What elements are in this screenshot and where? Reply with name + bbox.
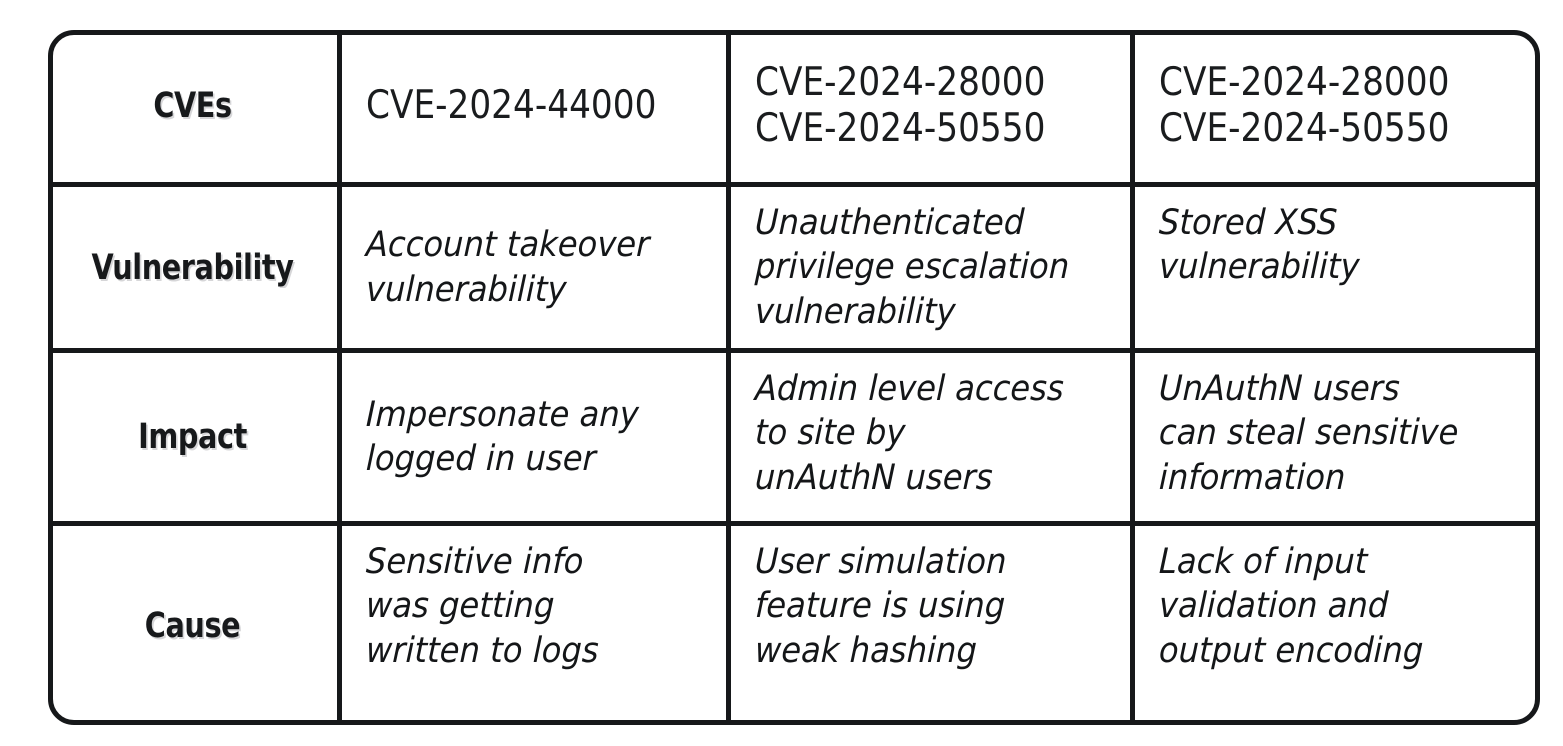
table-cell-impact-col3: UnAuthN users can steal sensitive inform… — [1130, 348, 1540, 521]
text-line: Account takeover — [365, 225, 651, 266]
text-line: was getting — [365, 586, 556, 627]
text-block-impact-col3: UnAuthN users can steal sensitive inform… — [1145, 353, 1530, 521]
text-line: feature is using — [754, 586, 1006, 627]
table-cell-cves-col3: CVE-2024-28000 CVE-2024-50550 — [1130, 30, 1540, 182]
table-cell-cause-col2: User simulation feature is using weak ha… — [726, 521, 1130, 725]
cve-identifier: CVE-2024-50550 — [755, 106, 1046, 151]
table-cell-cause-col1: Sensitive info was getting written to lo… — [337, 521, 726, 725]
table-cell-vulnerability-col1: Account takeover vulnerability — [337, 182, 726, 348]
text-line: UnAuthN users — [1158, 369, 1401, 409]
text-line: User simulation — [754, 542, 1008, 582]
text-line: Sensitive info — [365, 542, 585, 582]
row-label-impact: Impact — [138, 417, 247, 457]
cve-list-cves-col1: CVE-2024-44000 — [352, 30, 716, 182]
text-line: vulnerability — [1158, 247, 1361, 288]
text-line: unAuthN users — [754, 457, 994, 498]
text-line: Stored XSS — [1158, 203, 1338, 243]
text-line: Impersonate any — [365, 394, 640, 435]
text-line: written to logs — [365, 630, 600, 671]
row-label-vulnerability: Vulnerability — [91, 247, 294, 288]
table-cell-cves-col2: CVE-2024-28000 CVE-2024-50550 — [726, 30, 1130, 182]
text-line: can steal sensitive — [1158, 413, 1460, 454]
table-cell-vulnerability-col2: Unauthenticated privilege escalation vul… — [726, 182, 1130, 348]
text-block-impact-col1: Impersonate any logged in user — [352, 353, 716, 521]
text-line: privilege escalation — [754, 247, 1070, 288]
text-block-vulnerability-col3: Stored XSS vulnerability — [1145, 187, 1530, 348]
text-line: Admin level access — [754, 369, 1065, 409]
text-line: Unauthenticated — [754, 203, 1025, 243]
text-line: logged in user — [365, 439, 597, 479]
text-block-cause-col3: Lack of input validation and output enco… — [1145, 526, 1530, 725]
text-block-impact-col2: Admin level access to site by unAuthN us… — [741, 353, 1120, 521]
cve-identifier: CVE-2024-28000 — [755, 60, 1046, 106]
table-cell-impact-col2: Admin level access to site by unAuthN us… — [726, 348, 1130, 521]
table-cell-cause-col3: Lack of input validation and output enco… — [1130, 521, 1540, 725]
cve-list-cves-col3: CVE-2024-28000 CVE-2024-50550 — [1145, 30, 1530, 182]
text-line: weak hashing — [754, 630, 978, 671]
text-block-cause-col2: User simulation feature is using weak ha… — [741, 526, 1120, 725]
text-block-vulnerability-col1: Account takeover vulnerability — [352, 187, 716, 348]
text-line: output encoding — [1158, 630, 1424, 671]
text-line: to site by — [754, 413, 907, 454]
row-header-cell-cause: Cause — [48, 521, 337, 725]
table-cell-cves-col1: CVE-2024-44000 — [337, 30, 726, 182]
text-block-vulnerability-col2: Unauthenticated privilege escalation vul… — [741, 187, 1120, 348]
table-outer-border — [48, 30, 1540, 725]
cve-list-cves-col2: CVE-2024-28000 CVE-2024-50550 — [741, 30, 1120, 182]
row-header-cell-vulnerability: Vulnerability — [48, 182, 337, 348]
text-line: vulnerability — [754, 291, 957, 332]
text-line: validation and — [1158, 586, 1390, 627]
row-header-cell-cves: CVEs — [48, 30, 337, 182]
cve-identifier: CVE-2024-28000 — [1159, 60, 1450, 106]
cve-identifier: CVE-2024-50550 — [1159, 106, 1450, 151]
text-line: Lack of input — [1158, 542, 1369, 582]
text-line: vulnerability — [365, 269, 568, 310]
row-header-cell-impact: Impact — [48, 348, 337, 521]
cve-identifier: CVE-2024-44000 — [366, 83, 657, 129]
table-cell-vulnerability-col3: Stored XSS vulnerability — [1130, 182, 1540, 348]
row-label-cause: Cause — [144, 605, 241, 646]
table-cell-impact-col1: Impersonate any logged in user — [337, 348, 726, 521]
text-block-cause-col1: Sensitive info was getting written to lo… — [352, 526, 716, 725]
row-label-cves: CVEs — [153, 86, 232, 126]
text-line: information — [1158, 457, 1347, 498]
comparison-table: CVEs CVE-2024-44000 CVE-2024-28000 CVE-2… — [48, 30, 1540, 725]
